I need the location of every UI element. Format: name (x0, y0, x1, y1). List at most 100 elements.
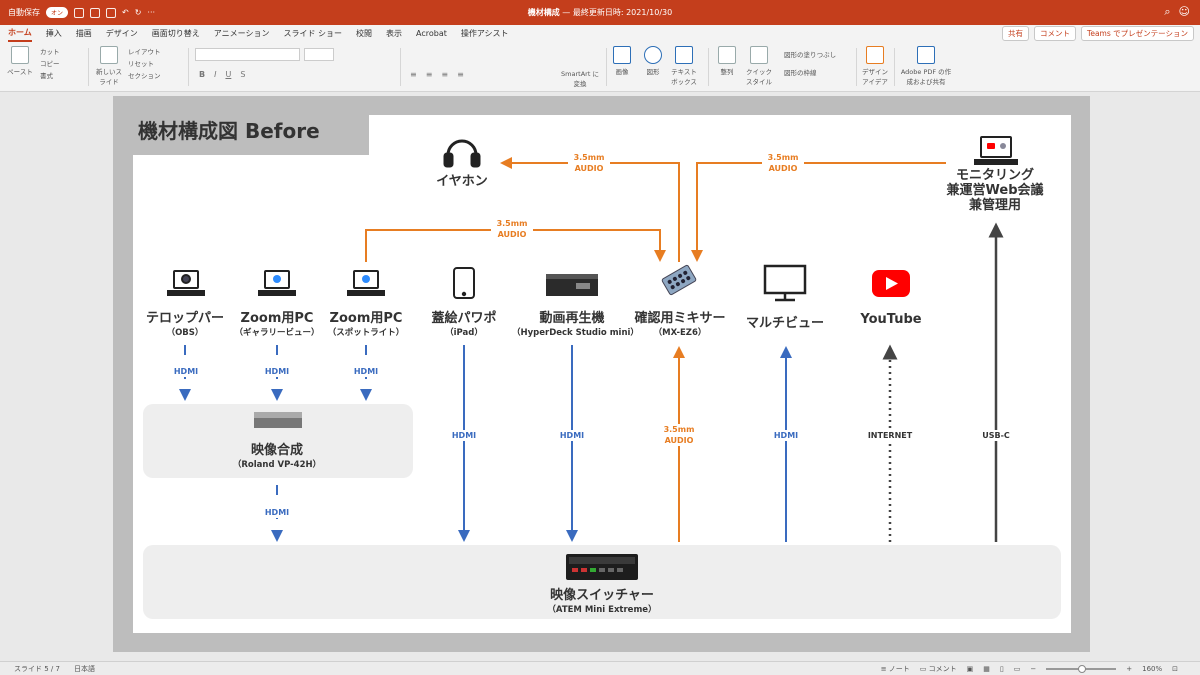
cut-button[interactable]: カット (40, 48, 60, 56)
underline-button[interactable]: U (225, 70, 232, 79)
redo-icon[interactable]: ↻ (134, 8, 142, 17)
tab-design[interactable]: デザイン (105, 29, 138, 38)
undo-icon[interactable]: ↶ (122, 8, 129, 17)
image-icon (613, 46, 631, 64)
align-center-icon[interactable]: ≡ (425, 70, 433, 79)
bold-button[interactable]: B (199, 70, 206, 79)
strike-button[interactable]: S (240, 70, 246, 79)
reading-view-icon[interactable]: ▯ (999, 664, 1004, 673)
audio-text: AUDIO (664, 436, 694, 445)
device-name: YouTube (860, 312, 922, 327)
tab-transitions[interactable]: 画面切り替え (151, 29, 200, 38)
audio-label-switcher: 3.5mm AUDIO (658, 424, 700, 446)
quick-style-label: クイックスタイル (746, 68, 772, 86)
quick-style-button[interactable]: クイックスタイル (744, 46, 774, 86)
status-bar: スライド 5 / 7 日本語 ≡ ノート ▭ コメント ▣ ▦ ▯ ▭ − + … (0, 661, 1200, 675)
sorter-view-icon[interactable]: ▦ (983, 664, 990, 673)
device-name: 蓋絵パワポ (431, 311, 497, 326)
teams-present-button[interactable]: Teams でプレゼンテーション (1081, 26, 1194, 41)
normal-view-icon[interactable]: ▣ (966, 664, 974, 673)
comment-button[interactable]: コメント (1034, 26, 1077, 41)
save-icon[interactable] (90, 7, 101, 18)
zoom-slider-knob[interactable] (1078, 664, 1087, 673)
section-button[interactable]: セクション (128, 72, 161, 80)
new-slide-button[interactable]: 新しいスライド (95, 46, 123, 86)
youtube-label: YouTube (845, 312, 937, 327)
shape-fill-button[interactable]: 図形の塗りつぶし (784, 51, 837, 59)
italic-button[interactable]: I (214, 70, 217, 79)
smartart-button[interactable]: SmartArt に変換 (560, 68, 600, 88)
comments-button[interactable]: ▭ コメント (919, 664, 957, 673)
pdf-icon (917, 46, 935, 64)
design-ideas-button[interactable]: デザインアイデア (862, 46, 888, 86)
align-right-icon[interactable]: ≡ (441, 70, 449, 79)
slide-icon (100, 46, 118, 64)
home-icon[interactable] (74, 7, 85, 18)
print-icon[interactable] (106, 7, 117, 18)
new-slide-label: 新しいスライド (96, 68, 122, 86)
font-family-select[interactable] (195, 48, 300, 61)
tab-insert[interactable]: 挿入 (45, 29, 62, 38)
more-icon[interactable]: ··· (147, 8, 156, 17)
divider (400, 48, 401, 86)
tab-animations[interactable]: アニメーション (213, 29, 270, 38)
image-button[interactable]: 画像 (610, 46, 634, 76)
slideshow-view-icon[interactable]: ▭ (1013, 664, 1021, 673)
zoom-gallery-label: Zoom用PC （ギャラリービュー） (227, 307, 327, 338)
device-sub: （iPad） (445, 328, 483, 338)
ribbon-toolbar: ペースト カット コピー 書式 新しいスライド レイアウト リセット セクション… (0, 42, 1200, 92)
audio-size: 3.5mm (767, 153, 799, 162)
notes-label: ノート (888, 664, 910, 673)
shape-outline-button[interactable]: 図形の枠線 (784, 69, 817, 77)
tab-home[interactable]: ホーム (8, 25, 32, 42)
format-painter-button[interactable]: 書式 (40, 72, 53, 80)
tab-draw[interactable]: 描画 (75, 29, 92, 38)
tab-review[interactable]: 校閲 (356, 29, 372, 38)
ribbon-tabs: ホーム 挿入 描画 デザイン 画面切り替え アニメーション スライド ショー 校… (0, 25, 1200, 42)
device-sub: （HyperDeck Studio mini） (512, 328, 639, 338)
zoom-in-button[interactable]: + (1126, 664, 1133, 673)
fit-slide-icon[interactable]: ⊡ (1172, 664, 1178, 673)
document-title: 機材構成 — 最終更新日時: 2021/10/30 (527, 8, 673, 17)
justify-icon[interactable]: ≡ (457, 70, 464, 79)
language-indicator[interactable]: 日本語 (74, 664, 95, 673)
device-name: テロップパー (145, 311, 224, 326)
autosave-toggle[interactable]: オン (46, 7, 69, 18)
textbox-label: テキストボックス (671, 68, 697, 86)
reset-button[interactable]: リセット (128, 60, 154, 68)
align-left-icon[interactable]: ≡ (410, 70, 417, 79)
zoom-out-button[interactable]: − (1030, 664, 1037, 673)
divider (856, 48, 857, 86)
device-name: 映像スイッチャー (550, 588, 654, 603)
title-bar: 自動保存 オン ↶ ↻ ··· 機材構成 — 最終更新日時: 2021/10/3… (0, 0, 1200, 25)
layout-button[interactable]: レイアウト (128, 48, 161, 56)
zoom-level[interactable]: 160% (1142, 664, 1163, 673)
share-button[interactable]: 共有 (1002, 26, 1030, 41)
notes-button[interactable]: ≡ ノート (880, 664, 910, 673)
paste-button[interactable]: ペースト (6, 46, 34, 76)
font-size-select[interactable] (304, 48, 334, 61)
doc-modified: 最終更新日時: 2021/10/30 (572, 8, 673, 17)
slide-counter: スライド 5 / 7 (14, 664, 60, 673)
tab-slideshow[interactable]: スライド ショー (283, 29, 342, 38)
zoom-spotlight-label: Zoom用PC （スポットライト） (316, 307, 416, 338)
arrange-button[interactable]: 整列 (714, 46, 740, 76)
tab-tell-me[interactable]: 操作アシスト (460, 29, 509, 38)
zoom-slider[interactable] (1046, 664, 1117, 673)
divider (88, 48, 89, 86)
ipad-label: 蓋絵パワポ （iPad） (419, 307, 509, 338)
smartart-label: SmartArt に変換 (561, 70, 599, 88)
shape-button[interactable]: 図形 (641, 46, 665, 76)
slide-title[interactable]: 機材構成図 Before (113, 96, 369, 155)
shape-icon (644, 46, 662, 64)
adobe-pdf-button[interactable]: Adobe PDF の作成および共有 (900, 46, 952, 86)
device-name: イヤホン (436, 174, 488, 189)
copy-button[interactable]: コピー (40, 60, 60, 68)
arrange-label: 整列 (720, 68, 734, 76)
search-icon[interactable]: ⌕ (1164, 5, 1171, 18)
device-name-line2: 兼運営Web会議 (946, 183, 1044, 198)
tab-acrobat[interactable]: Acrobat (416, 29, 447, 38)
tab-view[interactable]: 表示 (386, 29, 402, 38)
textbox-button[interactable]: テキストボックス (669, 46, 699, 86)
account-icon[interactable]: ☺ (1178, 5, 1190, 18)
